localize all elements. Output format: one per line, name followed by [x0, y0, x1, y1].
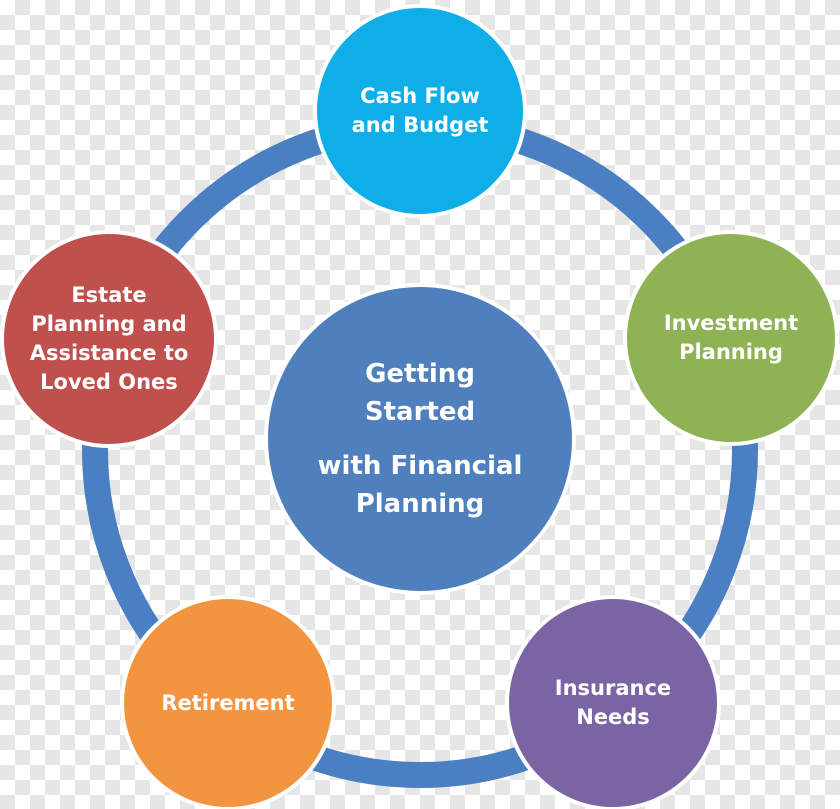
node-insurance-line-2: Needs: [576, 705, 650, 729]
node-estate: Estate Planning and Assistance to Loved …: [0, 230, 218, 448]
center-line-2: Started: [364, 397, 476, 427]
node-cash-flow: Cash Flow and Budget: [313, 4, 527, 218]
node-retirement: Retirement: [120, 595, 336, 809]
node-estate-line-4: Loved Ones: [40, 370, 178, 394]
node-cash-flow-line-2: and Budget: [351, 113, 489, 137]
node-retirement-line-1: Retirement: [161, 690, 295, 715]
node-estate-line-3: Assistance to: [29, 341, 189, 365]
node-cash-flow-line-1: Cash Flow: [360, 84, 480, 108]
node-investment-line-1: Investment: [663, 311, 799, 335]
center-line-4: Planning: [355, 489, 485, 519]
node-investment-line-2: Planning: [679, 340, 783, 364]
center-node: Getting Started with Financial Planning: [264, 283, 576, 595]
node-insurance: Insurance Needs: [505, 595, 721, 809]
center-line-1: Getting: [365, 359, 475, 389]
node-investment: Investment Planning: [623, 230, 839, 446]
node-estate-line-2: Planning and: [31, 312, 187, 336]
center-line-3: with Financial: [317, 451, 523, 481]
node-insurance-line-1: Insurance: [554, 676, 672, 700]
node-estate-line-1: Estate: [71, 283, 147, 307]
